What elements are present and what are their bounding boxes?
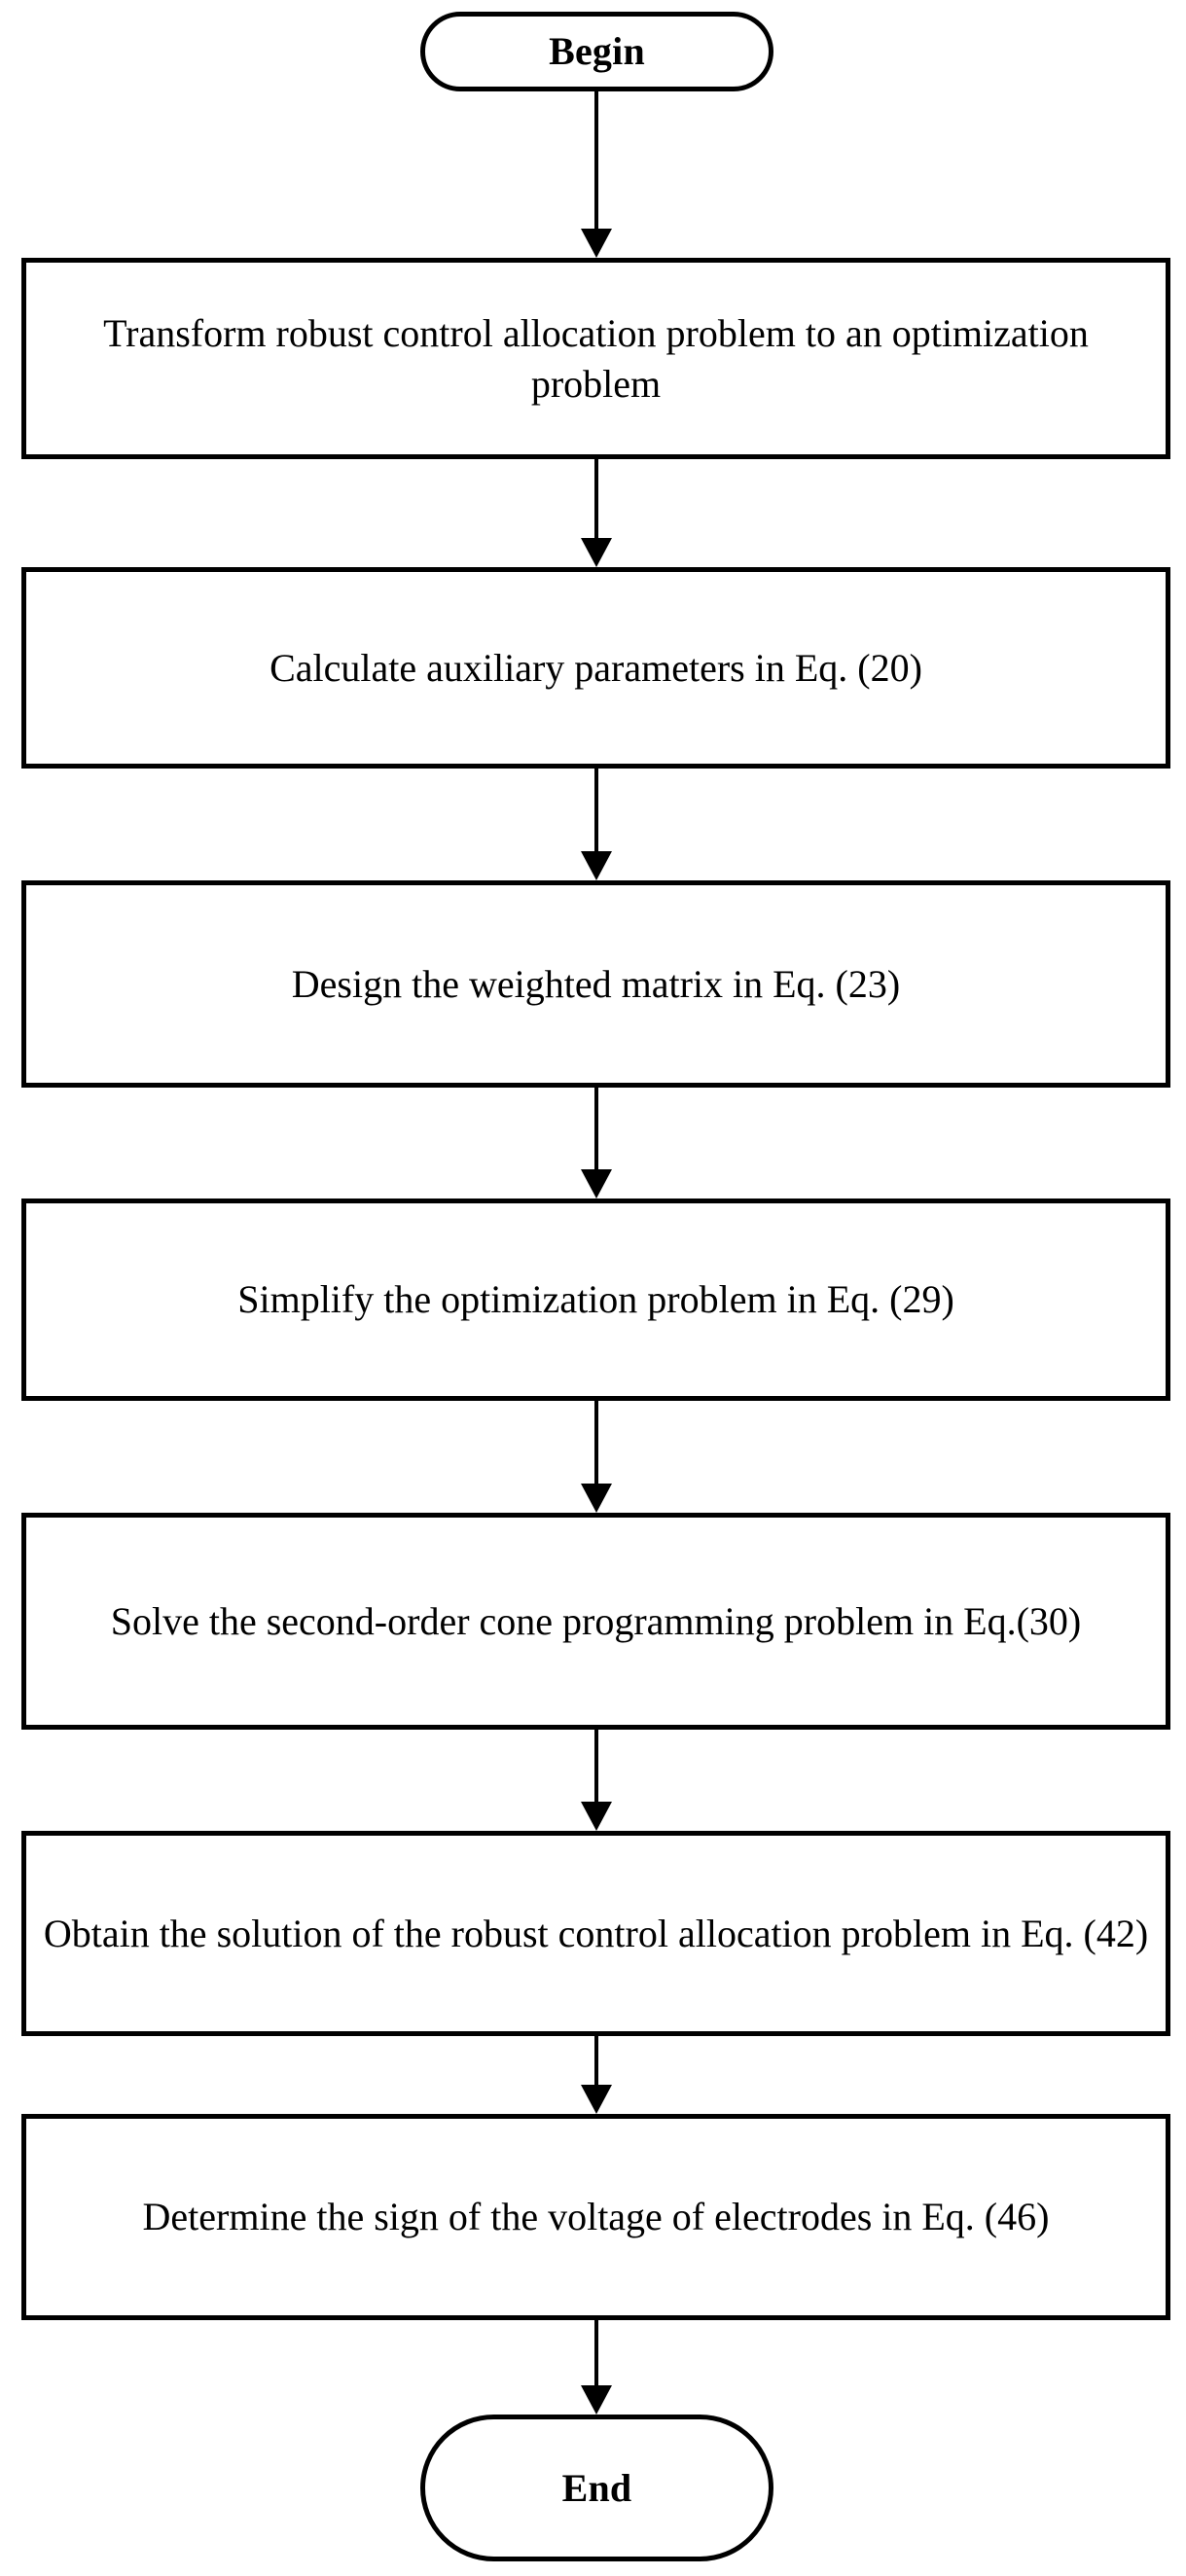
edge-shaft (594, 2036, 598, 2085)
node-step5-label: Solve the second-order cone programming … (110, 1598, 1082, 1643)
node-step5[interactable]: Solve the second-order cone programming … (21, 1513, 1170, 1730)
arrow-head-down-icon (581, 1169, 612, 1199)
arrow-head-down-icon (581, 1484, 612, 1513)
node-begin[interactable]: Begin (420, 12, 773, 91)
edge-shaft (594, 1730, 598, 1802)
node-step7[interactable]: Determine the sign of the voltage of ele… (21, 2114, 1170, 2320)
arrow-head-down-icon (581, 538, 612, 567)
node-end-label: End (561, 2465, 632, 2510)
edge-shaft (594, 2320, 598, 2385)
node-step4[interactable]: Simplify the optimization problem in Eq.… (21, 1199, 1170, 1401)
node-step1-label: Transform robust control allocation prob… (103, 310, 1089, 406)
edge-shaft (594, 459, 598, 538)
edge-shaft (594, 1401, 598, 1484)
node-step2[interactable]: Calculate auxiliary parameters in Eq. (2… (21, 567, 1170, 769)
edge-shaft (594, 769, 598, 851)
edge-step7-to-end (580, 2320, 613, 2415)
edge-step6-to-step7 (580, 2036, 613, 2114)
node-step1[interactable]: Transform robust control allocation prob… (21, 258, 1170, 459)
arrow-head-down-icon (581, 2085, 612, 2114)
edge-step3-to-step4 (580, 1088, 613, 1199)
edge-step4-to-step5 (580, 1401, 613, 1513)
edge-shaft (594, 1088, 598, 1169)
edge-shaft (594, 91, 598, 229)
edge-begin-to-step1 (580, 91, 613, 258)
arrow-head-down-icon (581, 851, 612, 880)
node-step7-label: Determine the sign of the voltage of ele… (142, 2195, 1050, 2238)
node-step6[interactable]: Obtain the solution of the robust contro… (21, 1831, 1170, 2036)
node-begin-label: Begin (549, 29, 645, 73)
node-step6-label: Obtain the solution of the robust contro… (43, 1911, 1149, 1955)
edge-step2-to-step3 (580, 769, 613, 880)
node-step4-label: Simplify the optimization problem in Eq.… (237, 1277, 954, 1321)
arrow-head-down-icon (581, 229, 612, 258)
arrow-head-down-icon (581, 1802, 612, 1831)
edge-step5-to-step6 (580, 1730, 613, 1831)
edge-step1-to-step2 (580, 459, 613, 567)
node-step2-label: Calculate auxiliary parameters in Eq. (2… (270, 645, 922, 690)
node-end[interactable]: End (420, 2415, 773, 2561)
node-step3[interactable]: Design the weighted matrix in Eq. (23) (21, 880, 1170, 1088)
arrow-head-down-icon (581, 2385, 612, 2415)
node-step3-label: Design the weighted matrix in Eq. (23) (291, 961, 901, 1006)
